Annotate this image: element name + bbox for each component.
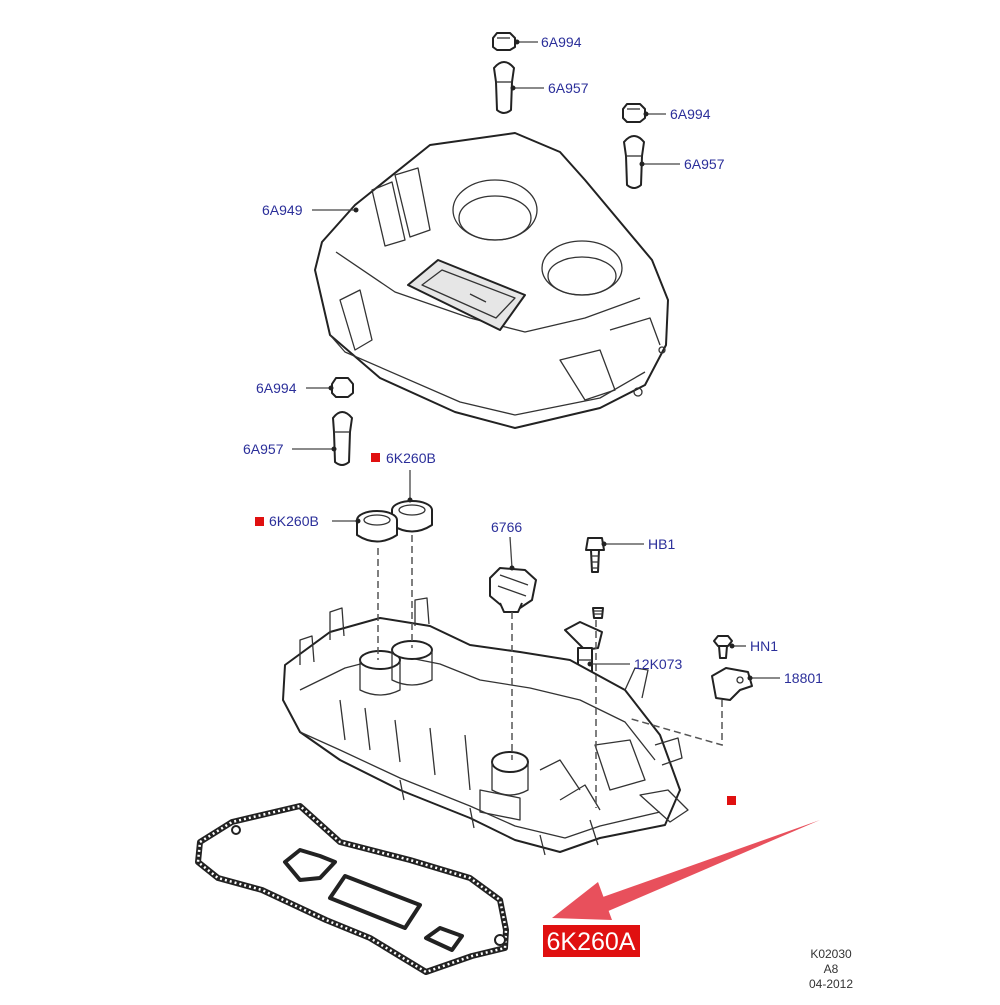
nut: [713, 635, 733, 659]
seal-lower: [356, 510, 398, 543]
assembly-lines: [377, 535, 723, 808]
oil-filler-cap: [489, 567, 537, 613]
gasket-callout: 6K260A: [543, 925, 640, 957]
engine-cover: [314, 132, 669, 429]
cap-left: [331, 377, 354, 398]
valve-cover-gasket: [195, 803, 509, 975]
label-cap-right: 6A994: [670, 106, 711, 122]
marker-seal-lower: [255, 517, 264, 526]
label-bracket: 18801: [784, 670, 823, 686]
leader-lines: [292, 41, 780, 679]
marker-seal-upper: [371, 453, 380, 462]
marker-gasket: [727, 796, 736, 805]
label-stud-right: 6A957: [684, 156, 725, 172]
cap-right: [622, 103, 646, 123]
cap-top: [492, 32, 516, 51]
label-gasket: 6K260A: [547, 928, 636, 956]
label-sensor: 12K073: [634, 656, 682, 672]
footer-date: 04-2012: [809, 977, 853, 991]
label-stud-top: 6A957: [548, 80, 589, 96]
label-seal-upper: 6K260B: [386, 450, 436, 466]
label-nut: HN1: [750, 638, 778, 654]
label-oil-cap: 6766: [491, 519, 522, 535]
label-cap-top: 6A994: [541, 34, 582, 50]
stud-top: [493, 61, 515, 114]
label-cover: 6A949: [262, 202, 303, 218]
footer-code: K02030: [810, 947, 852, 961]
valve-cover: [282, 597, 689, 856]
gasket-label-bg: [543, 925, 640, 957]
red-markers: [255, 453, 736, 805]
label-seal-lower: 6K260B: [269, 513, 319, 529]
bolt: [585, 537, 605, 619]
stud-left: [332, 411, 353, 466]
bracket: [711, 667, 753, 701]
leader-dots: [328, 39, 753, 681]
label-bolt: HB1: [648, 536, 675, 552]
label-cap-left: 6A994: [256, 380, 297, 396]
highlight-arrow: [552, 820, 820, 920]
stud-right: [623, 135, 645, 189]
footer-rev: A8: [824, 962, 839, 976]
label-stud-left: 6A957: [243, 441, 284, 457]
